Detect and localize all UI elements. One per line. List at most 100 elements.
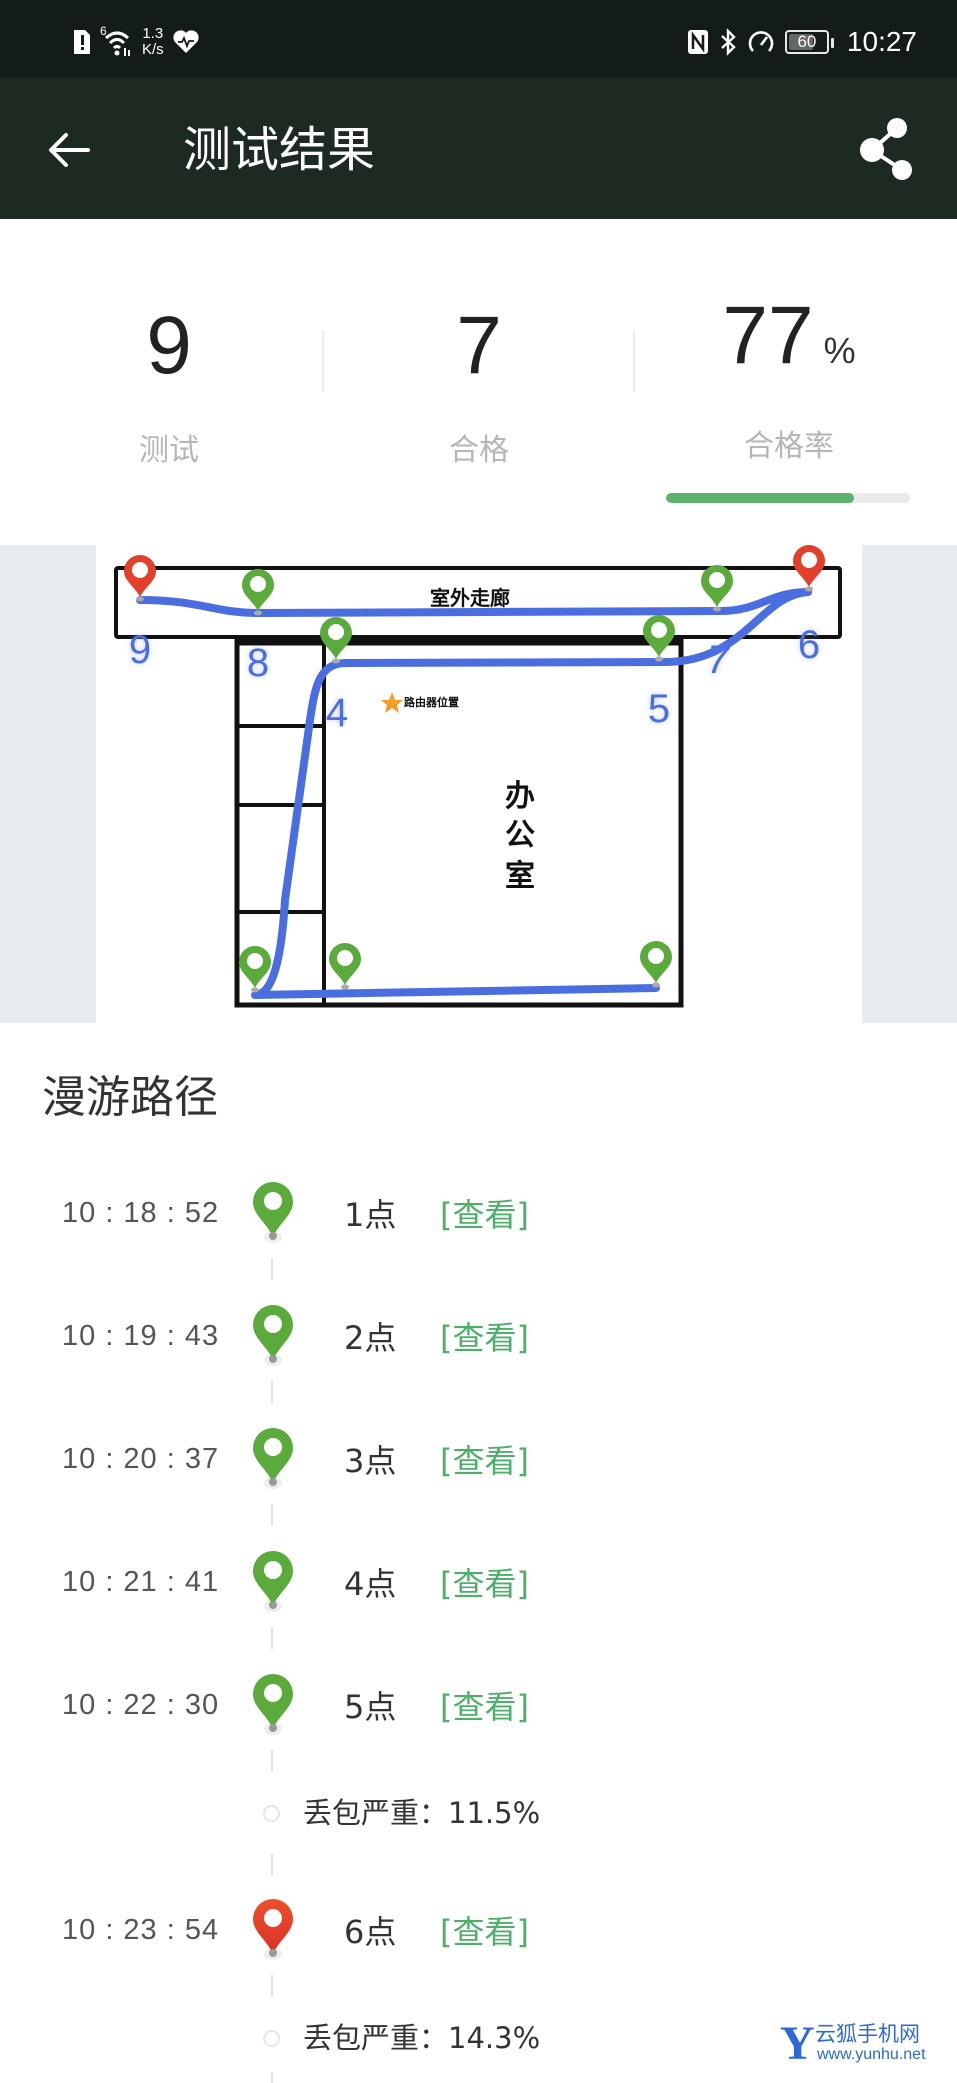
sim-alert-icon	[74, 30, 90, 54]
green-pin-icon	[253, 1551, 293, 1612]
battery-level: 60	[797, 32, 817, 51]
green-pin-icon	[253, 1182, 293, 1243]
router-location-label: 路由器位置	[404, 696, 459, 709]
green-pin-icon	[253, 1305, 293, 1366]
timeline-connector	[271, 1258, 273, 1280]
stat-tests: 9 测试	[14, 219, 324, 545]
map-pin-4	[320, 617, 352, 664]
packet-loss-warning: 丢包严重：14.3%	[0, 2018, 957, 2058]
timeline-entry: 10 : 20 : 37 3点 [查看]	[0, 1428, 957, 1491]
bluetooth-icon	[721, 28, 736, 56]
health-heart-icon	[173, 30, 199, 53]
timeline-connector	[271, 1381, 273, 1403]
point-label-5: 5	[647, 687, 671, 731]
timeline-entry: 10 : 21 : 41 4点 [查看]	[0, 1551, 957, 1614]
status-left: 6 1.3 K/s	[72, 22, 200, 62]
share-button[interactable]	[852, 118, 922, 182]
entry-time: 10 : 19 : 43	[62, 1320, 220, 1352]
timeline-entry: 10 : 18 : 52 1点 [查看]	[0, 1182, 957, 1245]
router-star-icon	[381, 692, 403, 713]
timeline-connector	[271, 1627, 273, 1649]
entry-point: 2点	[344, 1319, 397, 1357]
view-link[interactable]: [查看]	[440, 1196, 529, 1234]
entry-point: 5点	[344, 1688, 397, 1726]
entry-time: 10 : 23 : 54	[62, 1914, 220, 1946]
entry-time: 10 : 22 : 30	[62, 1689, 220, 1721]
battery-icon: 60	[784, 30, 834, 54]
timeline-dot-icon	[263, 1805, 280, 1822]
entry-time: 10 : 21 : 41	[62, 1566, 220, 1598]
stat-pass-rate-label: 合格率	[744, 429, 834, 464]
map-pin-9	[124, 555, 156, 602]
pass-rate-number: 77	[722, 290, 814, 381]
packet-loss-text: 丢包严重：11.5%	[303, 1796, 541, 1830]
map-pin-6	[793, 545, 825, 592]
speedometer-icon	[748, 31, 774, 52]
nfc-icon	[687, 30, 708, 54]
timeline-dot-icon	[263, 2030, 280, 2047]
office-label-3: 室	[505, 859, 535, 894]
timeline-connector	[271, 1975, 273, 1997]
page-title: 测试结果	[183, 122, 376, 178]
floor-plan-map[interactable]: 室外走廊 路由器位置 办 公 室 9 8 4 5 7 6	[0, 545, 957, 1023]
timeline-entry: 10 : 22 : 30 5点 [查看]	[0, 1674, 957, 1737]
wifi-icon: 6	[100, 24, 134, 58]
stat-tests-value: 9	[146, 300, 192, 391]
map-pin-5	[643, 615, 675, 662]
share-icon	[860, 118, 912, 180]
status-bar: 6 1.3 K/s	[0, 0, 957, 78]
stat-passed-value: 7	[456, 300, 502, 391]
map-pin-2	[329, 943, 361, 990]
pass-rate-progress-fill	[666, 493, 854, 503]
pass-rate-unit: %	[823, 330, 856, 371]
red-pin-icon	[253, 1899, 293, 1960]
office-label-2: 公	[505, 818, 535, 853]
roaming-path-title: 漫游路径	[42, 1072, 218, 1123]
status-right: 60 10:27	[687, 22, 917, 62]
stat-divider	[322, 330, 324, 392]
view-link[interactable]: [查看]	[440, 1442, 529, 1480]
stat-passed: 7 合格	[324, 219, 634, 545]
point-label-4: 4	[325, 691, 349, 735]
packet-loss-text: 丢包严重：14.3%	[303, 2021, 541, 2055]
entry-point: 4点	[344, 1565, 397, 1603]
pass-rate-progress-bar	[666, 493, 910, 503]
arrow-left-icon	[49, 133, 90, 167]
floor-plan-drawing	[114, 545, 842, 1008]
entry-point: 3点	[344, 1442, 397, 1480]
entry-point: 1点	[344, 1196, 397, 1234]
timeline-connector	[271, 1750, 273, 1772]
entry-time: 10 : 20 : 37	[62, 1443, 220, 1475]
timeline-connector	[271, 1854, 273, 1876]
view-link[interactable]: [查看]	[440, 1688, 529, 1726]
stats-summary: 9 测试 7 合格 77% 合格率	[14, 219, 944, 545]
clock: 10:27	[846, 26, 917, 57]
stat-tests-label: 测试	[139, 433, 199, 468]
point-label-9: 9	[128, 628, 152, 672]
map-pin-7	[701, 565, 733, 612]
roaming-path-lower	[251, 588, 812, 999]
point-label-6: 6	[797, 623, 821, 667]
network-speed-unit: K/s	[142, 41, 164, 58]
corridor-label: 室外走廊	[430, 586, 510, 610]
map-pin-1	[239, 946, 271, 993]
office-building-outline	[234, 637, 684, 1008]
view-link[interactable]: [查看]	[440, 1319, 529, 1357]
office-label-1: 办	[505, 779, 535, 814]
entry-point: 6点	[344, 1913, 397, 1951]
stat-passed-label: 合格	[449, 433, 509, 468]
packet-loss-warning: 丢包严重：11.5%	[0, 1793, 957, 1833]
stat-pass-rate: 77% 合格率	[634, 219, 944, 545]
view-link[interactable]: [查看]	[440, 1913, 529, 1951]
back-button[interactable]	[40, 122, 96, 178]
stat-divider	[633, 330, 635, 392]
wifi-generation-label: 6	[100, 24, 107, 38]
floor-plan-canvas[interactable]	[96, 545, 862, 1023]
map-pin-3	[640, 941, 672, 988]
point-label-8: 8	[246, 641, 270, 685]
view-link[interactable]: [查看]	[440, 1565, 529, 1603]
point-label-7: 7	[706, 638, 730, 682]
green-pin-icon	[253, 1428, 293, 1489]
map-pin-8	[242, 569, 274, 616]
green-pin-icon	[253, 1674, 293, 1735]
